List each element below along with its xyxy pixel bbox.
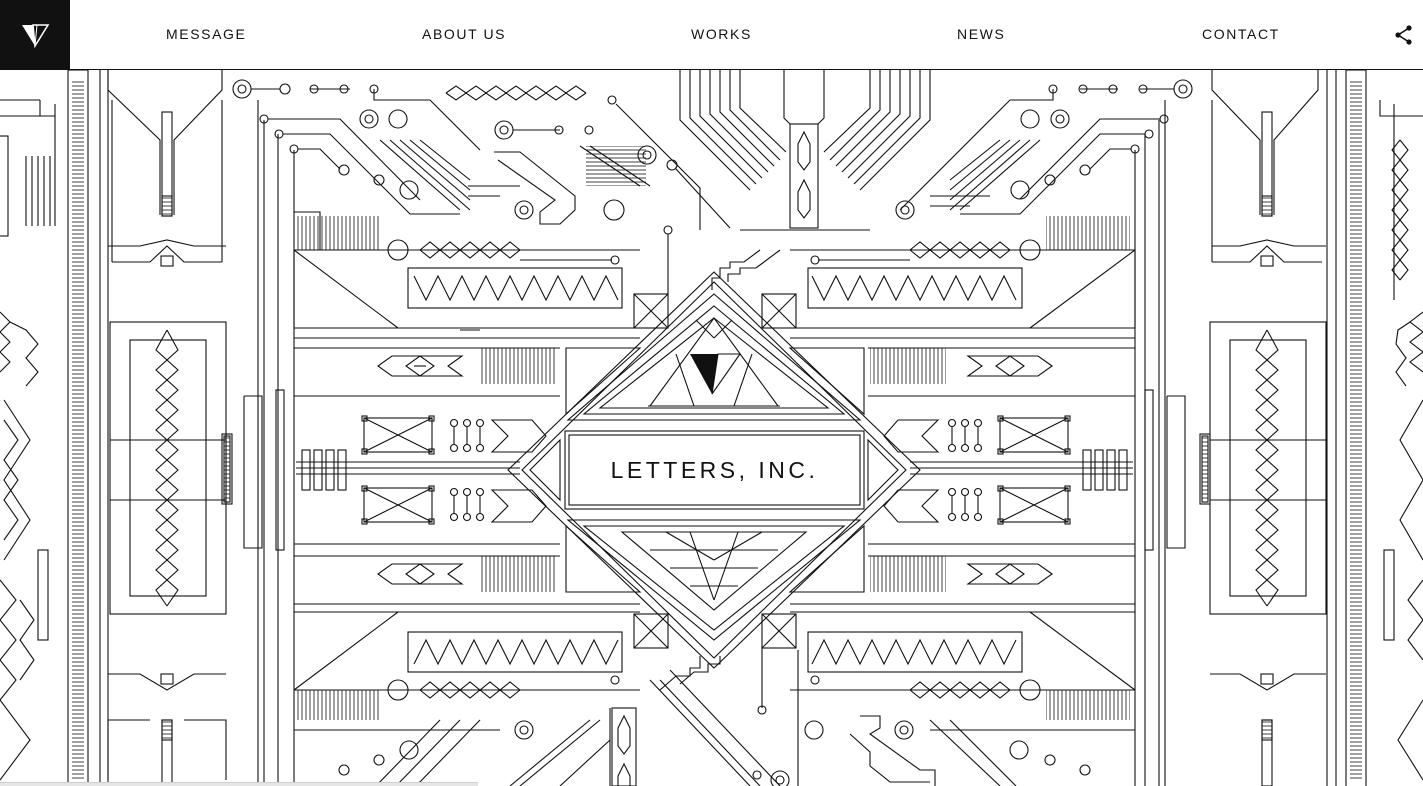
lower-panels — [293, 611, 1136, 786]
right-upper-panel — [790, 216, 1136, 339]
top-center-fan — [679, 70, 931, 231]
left-edge-pattern — [0, 99, 56, 781]
home-logo-link[interactable] — [0, 0, 70, 70]
nav-about-us[interactable]: ABOUT US — [422, 26, 507, 42]
right-column-ornament — [1199, 70, 1367, 786]
right-mid-panel — [788, 347, 1135, 613]
title-frame — [564, 430, 865, 510]
nav-message[interactable]: MESSAGE — [166, 26, 247, 42]
left-upper-panel — [293, 211, 640, 339]
v-monogram-icon — [22, 24, 50, 48]
right-edge-pattern — [1379, 100, 1423, 781]
deco-illustration — [0, 70, 1423, 786]
nav-works[interactable]: WORKS — [691, 26, 752, 42]
site-header: MESSAGE ABOUT US WORKS NEWS CONTACT — [0, 0, 1423, 70]
main-nav: MESSAGE ABOUT US WORKS NEWS CONTACT — [70, 0, 1373, 70]
left-mid-panel — [294, 347, 642, 613]
share-button[interactable] — [1393, 24, 1415, 46]
hero-title: LETTERS, INC. — [610, 456, 819, 483]
horizontal-scrollbar[interactable] — [0, 782, 478, 786]
nav-news[interactable]: NEWS — [957, 26, 1006, 42]
nav-contact[interactable]: CONTACT — [1202, 26, 1280, 42]
top-right-circuit — [895, 79, 1193, 220]
left-ladder — [67, 70, 89, 786]
top-left-circuit — [232, 79, 731, 230]
v-monogram-icon — [690, 353, 742, 395]
share-icon — [1395, 25, 1412, 45]
left-column-ornament — [107, 70, 233, 786]
